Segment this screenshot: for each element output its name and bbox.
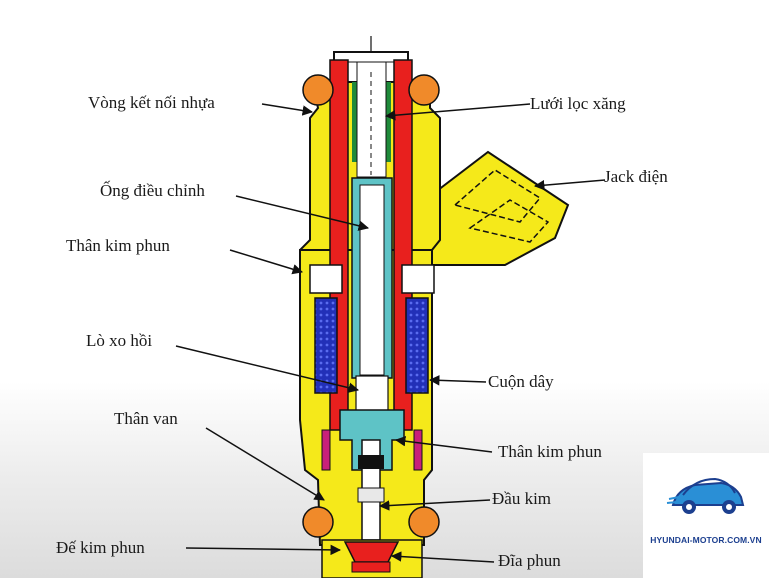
label-jack-dien: Jack điện	[604, 167, 668, 186]
label-de-kim-phun: Đế kim phun	[56, 538, 145, 557]
label-dau-kim: Đầu kim	[492, 489, 552, 508]
coil-left	[314, 297, 338, 394]
coil-right	[405, 297, 429, 394]
electrical-connector	[423, 150, 570, 266]
label-luoi-loc-xang: Lưới lọc xăng	[530, 94, 626, 113]
valve-body-left	[321, 429, 331, 471]
car-logo-icon	[666, 477, 745, 514]
leader-lines	[175, 103, 606, 563]
label-than-kim-phun-bottom: Thân kim phun	[498, 442, 602, 461]
fuel-filter-green	[352, 82, 357, 162]
valve-body-right	[413, 429, 423, 471]
label-ong-dieu-chinh: Ống điều chỉnh	[100, 181, 205, 200]
label-dia-phun: Đĩa phun	[498, 551, 561, 570]
label-lo-xo-hoi: Lò xo hồi	[86, 331, 153, 350]
label-cuon-day: Cuộn dây	[488, 372, 554, 391]
label-than-kim-phun-top: Thân kim phun	[66, 236, 170, 255]
label-vong-ket-noi-nhua: Vòng kết nối nhựa	[88, 93, 215, 112]
o-ring-top-left	[302, 74, 334, 106]
watermark-text: HYUNDAI-MOTOR.COM.VN	[650, 535, 762, 545]
label-than-van: Thân van	[114, 409, 178, 428]
watermark-logo: HYUNDAI-MOTOR.COM.VN	[643, 453, 769, 578]
o-ring-bottom-right	[408, 506, 440, 538]
o-ring-top-right	[408, 74, 440, 106]
o-ring-bottom-left	[302, 506, 334, 538]
spray-disc	[343, 541, 400, 563]
